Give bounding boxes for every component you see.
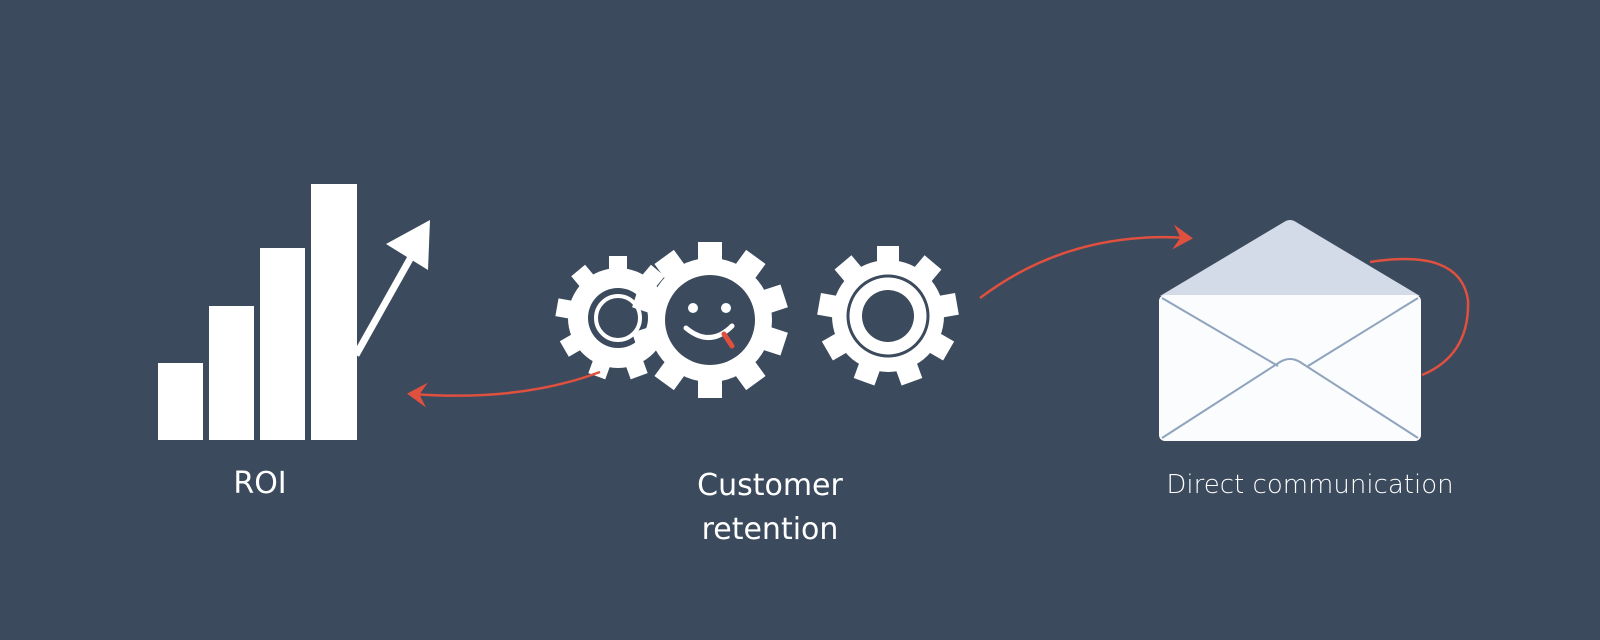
right-gear-icon	[817, 246, 959, 386]
smiley-gear-icon	[632, 242, 788, 398]
roi-label: ROI	[233, 466, 287, 501]
customer-retention-line-2: retention	[701, 512, 839, 547]
arrow-retention-to-communication	[979, 224, 1193, 299]
up-arrow-icon	[352, 220, 430, 357]
customer-retention-label: Customer retention	[630, 464, 910, 552]
loop-communication	[1369, 257, 1470, 377]
bar-chart-icon	[158, 184, 357, 440]
arrow-retention-to-roi	[407, 370, 601, 408]
direct-communication-label: Direct communication	[1166, 470, 1454, 500]
customer-retention-line-1: Customer	[697, 468, 843, 503]
open-envelope-icon	[1159, 220, 1421, 441]
